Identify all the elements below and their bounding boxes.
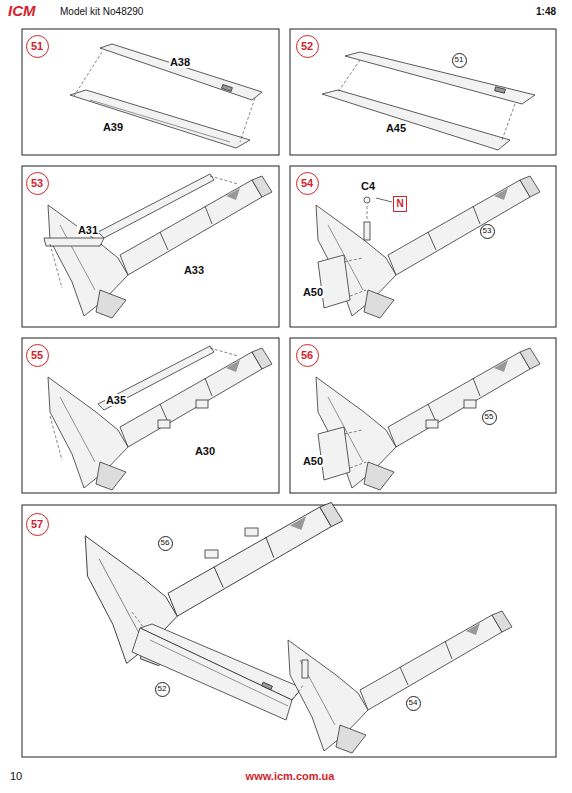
step-number: 52 bbox=[296, 35, 319, 58]
subassembly-ref: 51 bbox=[452, 53, 467, 68]
header-text: Model kit No48290 bbox=[60, 6, 143, 17]
subassembly-ref: 53 bbox=[480, 224, 495, 239]
part-label: A33 bbox=[183, 264, 205, 276]
step-number: 54 bbox=[296, 172, 319, 195]
node-text: 55 bbox=[485, 413, 494, 421]
part-label: A50 bbox=[302, 455, 324, 467]
step-number: 53 bbox=[26, 172, 49, 195]
node-text: 54 bbox=[409, 699, 418, 707]
node-text: 56 bbox=[301, 350, 313, 361]
step-number: 51 bbox=[26, 35, 49, 58]
part-label: A30 bbox=[194, 445, 216, 457]
subassembly-ref: 55 bbox=[482, 410, 497, 425]
part-label: A38 bbox=[169, 56, 191, 68]
header-text: 1:48 bbox=[536, 6, 556, 17]
node-text: 53 bbox=[31, 178, 43, 189]
node-text: 54 bbox=[301, 178, 313, 189]
part-label: A50 bbox=[302, 286, 324, 298]
part-label: C4 bbox=[360, 180, 376, 192]
subassembly-ref: 54 bbox=[406, 696, 421, 711]
subassembly-ref: 56 bbox=[158, 536, 173, 551]
footer-text: 10 bbox=[10, 770, 22, 782]
node-text: N bbox=[396, 199, 403, 209]
footer-text: www.icm.com.ua bbox=[246, 770, 335, 782]
note-box: N bbox=[393, 196, 407, 212]
step-number: 57 bbox=[26, 513, 49, 536]
node-text: 51 bbox=[455, 56, 464, 64]
header-text: ICM bbox=[8, 3, 36, 20]
part-label: A35 bbox=[105, 394, 127, 406]
node-text: 52 bbox=[158, 685, 167, 693]
node-text: 51 bbox=[31, 41, 43, 52]
node-text: 55 bbox=[31, 350, 43, 361]
node-text: 56 bbox=[161, 539, 170, 547]
part-label: A31 bbox=[77, 224, 99, 236]
node-text: 57 bbox=[31, 519, 43, 530]
node-text: 52 bbox=[301, 41, 313, 52]
step-number: 56 bbox=[296, 344, 319, 367]
part-label: A39 bbox=[102, 121, 124, 133]
part-label: A45 bbox=[385, 122, 407, 134]
node-text: 53 bbox=[483, 227, 492, 235]
subassembly-ref: 52 bbox=[155, 682, 170, 697]
step-number: 55 bbox=[26, 344, 49, 367]
